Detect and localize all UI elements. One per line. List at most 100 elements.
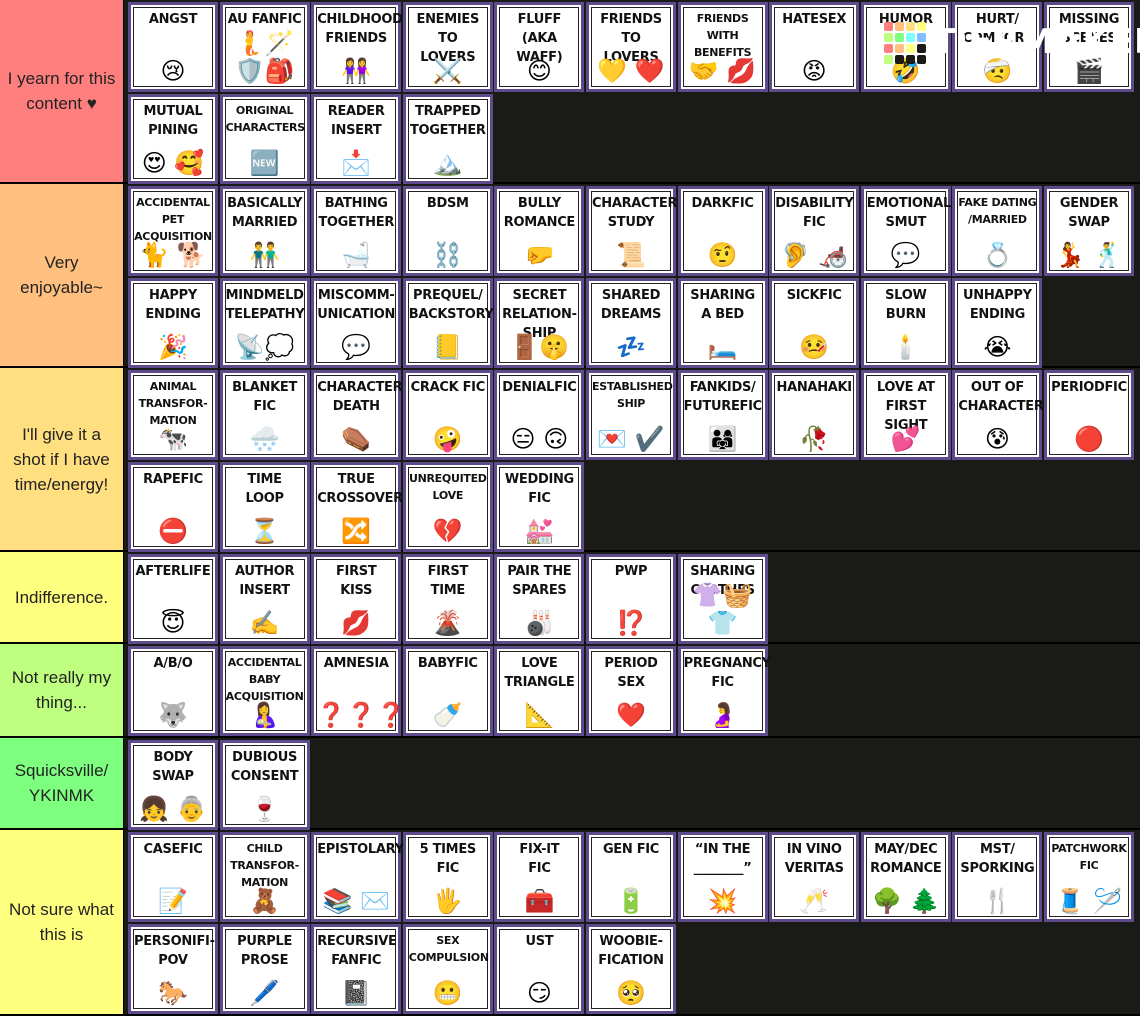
tier-card[interactable]: UST😏 (494, 923, 585, 1014)
tier-card[interactable]: AU FANFIC🧜🪄🛡️🎒 (219, 2, 310, 92)
tier-card[interactable]: READER INSERT📩 (311, 93, 402, 184)
tier-card[interactable]: PERIODFIC🔴 (1044, 370, 1134, 460)
tier-card[interactable]: TIME LOOP⏳ (219, 461, 310, 552)
tier-card[interactable]: SLOW BURN🕯️ (860, 277, 951, 368)
tier-card[interactable]: OUT OF CHARACTER😰 (952, 370, 1044, 460)
tier-card[interactable]: SECRET RELATION- SHIP🚪🤫 (494, 277, 585, 368)
tier-card[interactable]: A/B/O🐺 (128, 646, 218, 736)
tier-card[interactable]: CASEFIC📝 (128, 832, 218, 922)
tier-card[interactable]: HAPPY ENDING🎉 (128, 277, 218, 368)
tier-card[interactable]: HUMOR🤣 (860, 2, 951, 92)
tier-card[interactable]: GEN FIC🔋 (586, 832, 676, 922)
tier-card[interactable]: RECURSIVE FANFIC📓 (311, 923, 402, 1014)
tier-card[interactable]: EMOTIONAL SMUT💬 (860, 186, 951, 276)
tier-card[interactable]: PERSONIFI- POV🐎 (128, 923, 218, 1014)
card-title: AMNESIA (323, 656, 389, 671)
tier-card[interactable]: IN VINO VERITAS🥂 (769, 832, 860, 922)
tier-card[interactable]: EPISTOLARY📚 ✉️ (311, 832, 404, 922)
tier-card[interactable]: 5 TIMES FIC🖐️ (402, 832, 493, 922)
tier-card[interactable]: SHARING A BED🛏️ (677, 277, 768, 368)
tier-card[interactable]: PURPLE PROSE🖊️ (219, 923, 310, 1014)
tier-card[interactable]: AMNESIA❓❓❓ (311, 646, 406, 736)
tier-card[interactable]: DUBIOUS CONSENT🍷 (219, 740, 310, 830)
tier-card[interactable]: SICKFIC🤒 (769, 277, 860, 368)
tier-card[interactable]: MISSING SCENES🎬 (1044, 2, 1134, 92)
tier-card[interactable]: FANKIDS/ FUTUREFIC👨‍👩‍👧 (677, 370, 768, 460)
tier-card[interactable]: ANIMAL TRANSFOR- MATION🐄 (128, 370, 218, 460)
tier-card[interactable]: FRIENDS WITH BENEFITS🤝 💋 (677, 2, 768, 92)
tier-card[interactable]: MUTUAL PINING😍 🥰 (128, 93, 218, 184)
card-emoji-icon: 🆕 (249, 148, 280, 177)
tier-card[interactable]: LOVE AT FIRST SIGHT💕 (860, 370, 951, 460)
tier-label[interactable]: Not really my thing... (0, 644, 124, 736)
tier-card[interactable]: PATCHWORK FIC🧵 🪡 (1044, 832, 1134, 922)
tier-card[interactable]: DARKFIC🤨 (677, 186, 768, 276)
tier-card[interactable]: CHILDHOOD FRIENDS👭 (311, 2, 403, 92)
tier-card[interactable]: FIRST TIME🌋 (402, 554, 493, 644)
card-emoji-icon: ❤️ (616, 701, 646, 729)
tier-card[interactable]: DENIALFIC😑 🙃 (494, 370, 585, 460)
card-title: BODY SWAP (152, 750, 194, 784)
tier-card[interactable]: BATHING TOGETHER🛁 (311, 186, 402, 276)
tier-card[interactable]: AUTHOR INSERT✍️ (219, 554, 310, 644)
tier-card[interactable]: WOOBIE- FICATION🥺 (586, 923, 676, 1014)
tier-card[interactable]: BDSM⛓️ (402, 186, 493, 276)
tier-card[interactable]: ANGST😢 (128, 2, 218, 92)
tier-card[interactable]: SHARED DREAMS💤 (586, 277, 676, 368)
tier-card[interactable]: MST/ SPORKING🍴 (952, 832, 1043, 922)
tier-card[interactable]: CHARACTER DEATH⚰️ (311, 370, 403, 460)
tier-card[interactable]: BABYFIC🍼 (402, 646, 493, 736)
tier-card[interactable]: MISCOMM- UNICATION💬 (311, 277, 402, 368)
tier-card[interactable]: FAKE DATING /MARRIED💍 (952, 186, 1043, 276)
tier-card[interactable]: AFTERLIFE😇 (128, 554, 218, 644)
tier-card[interactable]: UNREQUITED LOVE💔 (402, 461, 493, 552)
tier-card[interactable]: PREQUEL/ BACKSTORY📒 (402, 277, 494, 368)
tier-label[interactable]: Very enjoyable~ (0, 184, 124, 366)
tier-card[interactable]: ACCIDENTAL PET ACQUISITION🐈 🐕 (128, 186, 218, 276)
tier-label[interactable]: I'll give it a shot if I have time/energ… (0, 368, 124, 550)
tier-card[interactable]: TRAPPED TOGETHER🏔️ (402, 93, 493, 184)
tier-card[interactable]: MAY/DEC ROMANCE🌳 🌲 (860, 832, 951, 922)
tier-card[interactable]: CHARACTER STUDY📜 (586, 186, 677, 276)
tier-card[interactable]: HANAHAKI🥀 (769, 370, 860, 460)
tier-label[interactable]: Indifference. (0, 552, 124, 642)
tier-card[interactable]: FRIENDS TO LOVERS💛 ❤️ (586, 2, 676, 92)
tier-card[interactable]: FLUFF (AKA WAFF)😊 (494, 2, 585, 92)
tier-card[interactable]: DISABILITY FIC🦻 🦽 (769, 186, 860, 276)
card-emoji-icon: 😭 (983, 332, 1012, 361)
tier-label[interactable]: Squicksville/ YKINMK (0, 738, 124, 828)
tier-card[interactable]: GENDER SWAP💃 🕺 (1044, 186, 1134, 276)
tier-card[interactable]: TRUE CROSSOVER🔀 (311, 461, 403, 552)
tier-card[interactable]: ACCIDENTAL BABY ACQUISITION🤱 (219, 646, 310, 736)
tier-card[interactable]: ORIGINAL CHARACTERS🆕 (219, 93, 310, 184)
tier-card[interactable]: PWP⁉️ (586, 554, 676, 644)
tier-card[interactable]: BASICALLY MARRIED👬 (219, 186, 310, 276)
tier-card[interactable]: UNHAPPY ENDING😭 (952, 277, 1043, 368)
tier-card[interactable]: WEDDING FIC💒 (494, 461, 585, 552)
tier-card[interactable]: MINDMELD TELEPATHY📡💭 (219, 277, 310, 368)
card-title: READER INSERT (327, 103, 385, 138)
card-title: DISABILITY FIC (775, 196, 854, 230)
tier-card[interactable]: SHARING CLOTHES👚🧺👕 (677, 554, 768, 644)
tier-card[interactable]: BODY SWAP👧 👵 (128, 740, 218, 830)
tier-card[interactable]: HURT/ COMFORT🤕 (952, 2, 1043, 92)
tier-card[interactable]: SEX COMPULSION😬 (402, 923, 493, 1014)
tier-card[interactable]: RAPEFIC⛔ (128, 461, 218, 552)
tier-card[interactable]: “IN THE ________”💥 (677, 832, 768, 922)
tier-card[interactable]: HATESEX😡 (769, 2, 860, 92)
tier-card[interactable]: CRACK FIC🤪 (402, 370, 493, 460)
tier-card[interactable]: BLANKET FIC🌨️ (219, 370, 310, 460)
tier-card[interactable]: FIX-IT FIC🧰 (494, 832, 585, 922)
tier-card[interactable]: CHILD TRANSFOR- MATION🧸 (219, 832, 310, 922)
tier-card[interactable]: ENEMIES TO LOVERS⚔️ (402, 2, 493, 92)
card-emoji-icon: 😏 (526, 978, 552, 1007)
tier-card[interactable]: PREGNANCY FIC🤰 (677, 646, 771, 736)
tier-label[interactable]: Not sure what this is (0, 830, 124, 1014)
tier-label[interactable]: I yearn for this content ♥ (0, 0, 124, 182)
tier-card[interactable]: PAIR THE SPARES🎳 (494, 554, 585, 644)
tier-card[interactable]: BULLY ROMANCE🤛 (494, 186, 585, 276)
tier-card[interactable]: ESTABLISHED SHIP💌 ✔️ (586, 370, 676, 460)
tier-card[interactable]: PERIOD SEX❤️ (586, 646, 676, 736)
tier-card[interactable]: FIRST KISS💋 (311, 554, 402, 644)
tier-card[interactable]: LOVE TRIANGLE📐 (494, 646, 585, 736)
